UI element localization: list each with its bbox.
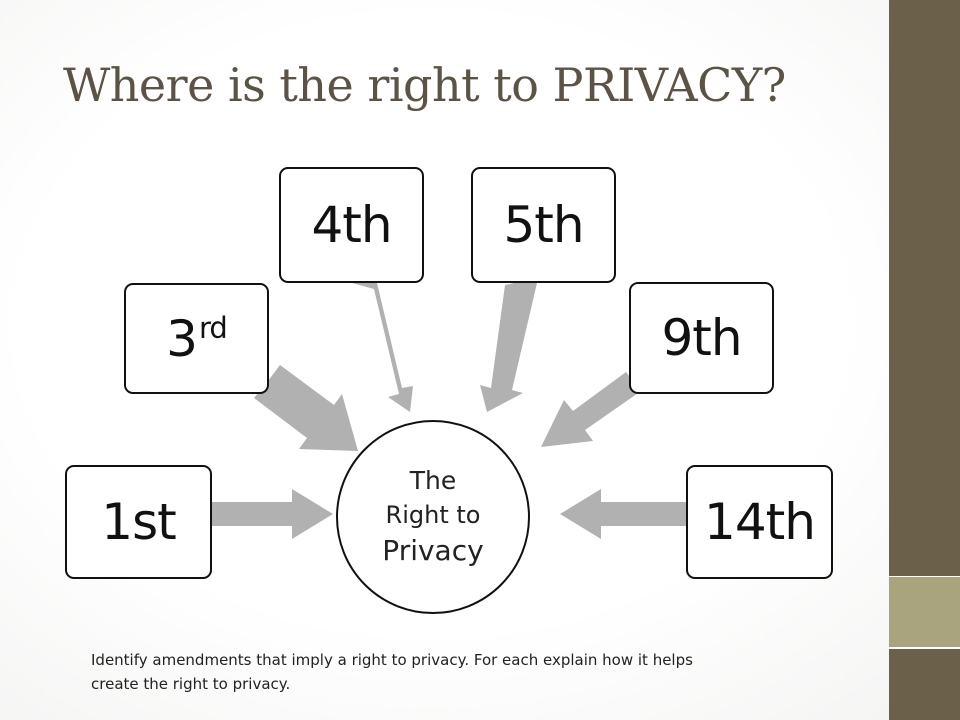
- amendment-label-3rd: 3rd: [166, 309, 228, 368]
- center-text-line3: Privacy: [382, 534, 484, 567]
- amendment-label-1st: 1st: [101, 493, 176, 551]
- amendment-label-5th: 5th: [503, 196, 584, 254]
- slide-caption: Identify amendments that imply a right t…: [91, 651, 693, 693]
- amendment-box-1st: 1st: [65, 465, 212, 579]
- sidebar-band-middle: [889, 577, 960, 647]
- amendment-3rd-suffix: rd: [198, 310, 228, 345]
- arrow-5th-to-center: [480, 283, 537, 412]
- amendment-box-14th: 14th: [686, 465, 833, 579]
- center-text-line1: The: [409, 466, 457, 495]
- amendment-box-5th: 5th: [471, 167, 616, 283]
- sidebar-divider-top: [889, 576, 960, 577]
- center-text-line2: Right to: [385, 501, 481, 529]
- slide-title: Where is the right to PRIVACY?: [63, 58, 786, 112]
- arrow-4th-to-center: [352, 283, 413, 412]
- center-circle-right-to-privacy: The Right to Privacy: [336, 420, 530, 614]
- arrow-1st-to-center: [212, 489, 333, 539]
- amendment-3rd-number: 3: [166, 309, 198, 368]
- amendment-label-4th: 4th: [311, 196, 392, 254]
- amendment-box-4th: 4th: [279, 167, 424, 283]
- arrow-3rd-to-center: [254, 365, 358, 451]
- amendment-label-14th: 14th: [704, 493, 816, 551]
- arrow-14th-to-center: [560, 489, 686, 539]
- amendment-box-9th: 9th: [629, 282, 774, 394]
- arrow-9th-to-center: [541, 372, 641, 447]
- sidebar-divider-bottom: [889, 647, 960, 649]
- amendment-label-9th: 9th: [661, 309, 742, 367]
- sidebar-decoration: [889, 0, 960, 720]
- sidebar-band-top: [889, 0, 960, 576]
- sidebar-band-bottom: [889, 649, 960, 720]
- amendment-box-3rd: 3rd: [124, 283, 269, 394]
